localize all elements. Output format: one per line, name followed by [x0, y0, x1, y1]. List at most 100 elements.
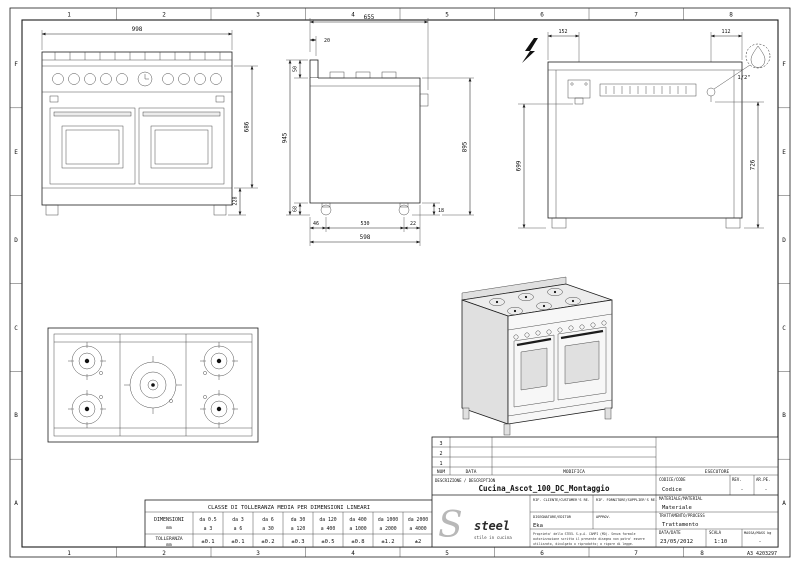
vent-band — [599, 83, 697, 97]
rear-elec-height-dim: 699 — [516, 160, 523, 171]
tolerance-tol-label: TOLLERANZA — [155, 536, 182, 542]
range-to: a 2000 — [379, 526, 396, 532]
col-modifica-label: MODIFICA — [563, 469, 585, 475]
side-depth-total-dim: 655 — [364, 14, 375, 21]
grid-row-label: E — [782, 149, 786, 156]
rear-view: 152 112 699 726 1/2" — [516, 29, 771, 229]
side-top-gap-dim: 20 — [324, 38, 330, 44]
grid-row-label: B — [782, 412, 786, 419]
rear-gas-offset-dim: 112 — [721, 29, 730, 35]
burner — [200, 342, 238, 380]
front-height-dim: 686 — [244, 121, 251, 132]
top-view — [47, 327, 259, 443]
col-num-label: NUM — [437, 469, 445, 475]
caster-wheel — [398, 204, 410, 216]
range-from: da 0.5 — [199, 517, 216, 523]
rear-elec-offset-dim: 152 — [558, 29, 567, 35]
grid-col-label: 5 — [445, 12, 449, 19]
grid-col-label: 6 — [540, 550, 544, 557]
scala-label: SCALA — [709, 530, 722, 535]
drawing-title: Cucina_Ascot_100_DC_Montaggio — [479, 484, 610, 493]
date-value: 23/05/2012 — [660, 539, 693, 545]
tolerance-value: ±2 — [415, 539, 422, 545]
burner-center — [124, 356, 182, 414]
grid-col-label: 8 — [729, 12, 733, 19]
tolerance-tol-unit: mm — [166, 543, 172, 548]
isometric-view — [461, 276, 613, 436]
side-feet-span-dim: 530 — [360, 221, 369, 227]
front-base-dim: 228 — [233, 196, 239, 205]
range-to: a 4000 — [409, 526, 426, 532]
codice-value: Codice — [662, 487, 682, 493]
side-splash-dim: 50 — [293, 66, 299, 72]
grid-col-label: 1 — [67, 12, 71, 19]
rear-gas-height-dim: 726 — [750, 159, 757, 170]
range-from: da 2000 — [408, 517, 428, 523]
side-plinth-dim: 68 — [293, 206, 299, 212]
grid-col-label: 2 — [162, 12, 166, 19]
front-width-dim: 998 — [132, 26, 143, 33]
tolerance-title: CLASSE DI TOLLERANZA MEDIA PER DIMENSION… — [208, 505, 370, 511]
range-from: da 400 — [349, 517, 366, 523]
gas-connection-size: 1/2" — [737, 75, 750, 81]
range-from: da 120 — [319, 517, 336, 523]
scala-value: 1:10 — [714, 539, 727, 545]
massa-label: MASSA/MASS kg — [744, 531, 771, 535]
trattamento-value: Trattamento — [662, 522, 698, 528]
grid-col-label: 3 — [256, 550, 260, 557]
grid-row-label: E — [14, 149, 18, 156]
range-from: da 6 — [262, 517, 274, 523]
date-label: DATA/DATE — [659, 530, 681, 535]
grid-row-label: C — [14, 325, 18, 332]
tolerance-value: ±0.1 — [201, 539, 214, 545]
iso-control-knobs — [513, 320, 607, 340]
rev-row: 2 — [439, 451, 442, 457]
trattamento-label: TRATTAMENTO/PROCESS — [659, 513, 705, 518]
grid-col-label: 8 — [700, 550, 704, 557]
grid-row-label: F — [782, 61, 786, 68]
tolerance-dim-unit: mm — [166, 526, 172, 531]
burner — [200, 390, 238, 428]
rev-row: 3 — [439, 441, 442, 447]
arpe-label: AR.PE. — [756, 477, 770, 482]
arpe-value: - — [764, 487, 767, 493]
disegnatore-value: Eka — [533, 523, 543, 529]
grid-col-label: 4 — [351, 550, 355, 557]
burner — [68, 342, 106, 380]
iso-door-left — [513, 334, 555, 408]
materiale-label: MATERIALE/MATERIAL — [659, 496, 703, 501]
control-knobs — [52, 73, 222, 85]
burner — [68, 390, 106, 428]
range-to: a 3 — [204, 526, 213, 532]
clock-icon — [137, 71, 153, 87]
rev-value: - — [740, 487, 743, 493]
side-body-height-dim: 895 — [462, 141, 469, 152]
legal-note: autorizzazione scritta il presente diseg… — [533, 537, 645, 541]
electric-bolt-icon — [522, 38, 538, 63]
disegnatore-label: DISEGNATORE/EDITOR — [533, 515, 572, 519]
grid-row-label: A — [782, 500, 786, 507]
leg — [604, 407, 612, 420]
side-body-depth-dim: 598 — [360, 234, 371, 241]
front-view: 998 686 228 — [41, 26, 258, 216]
esecutore-label: ESECUTORE — [705, 469, 730, 475]
range-to: a 120 — [291, 526, 306, 532]
door-handle — [142, 111, 221, 117]
door-handle — [53, 111, 132, 117]
grid-row-label: B — [14, 412, 18, 419]
side-caster-dim: 18 — [438, 208, 444, 214]
range-to: a 6 — [234, 526, 243, 532]
grid-col-label: 7 — [634, 550, 638, 557]
tolerance-table: CLASSE DI TOLLERANZA MEDIA PER DIMENSION… — [144, 499, 434, 548]
iso-door-right — [557, 326, 607, 401]
tolerance-value: ±0.8 — [351, 539, 364, 545]
approv-label: APPROV. — [596, 515, 611, 519]
leg — [462, 407, 470, 420]
foot — [551, 217, 567, 229]
range-from: da 30 — [291, 517, 306, 523]
foot — [213, 204, 227, 216]
handle-profile — [419, 93, 429, 107]
rev-label: REV. — [732, 477, 742, 482]
range-to: a 1000 — [349, 526, 366, 532]
legal-note: Proprieta' della STEEL S.p.A. CAMPI (MO)… — [533, 532, 636, 536]
